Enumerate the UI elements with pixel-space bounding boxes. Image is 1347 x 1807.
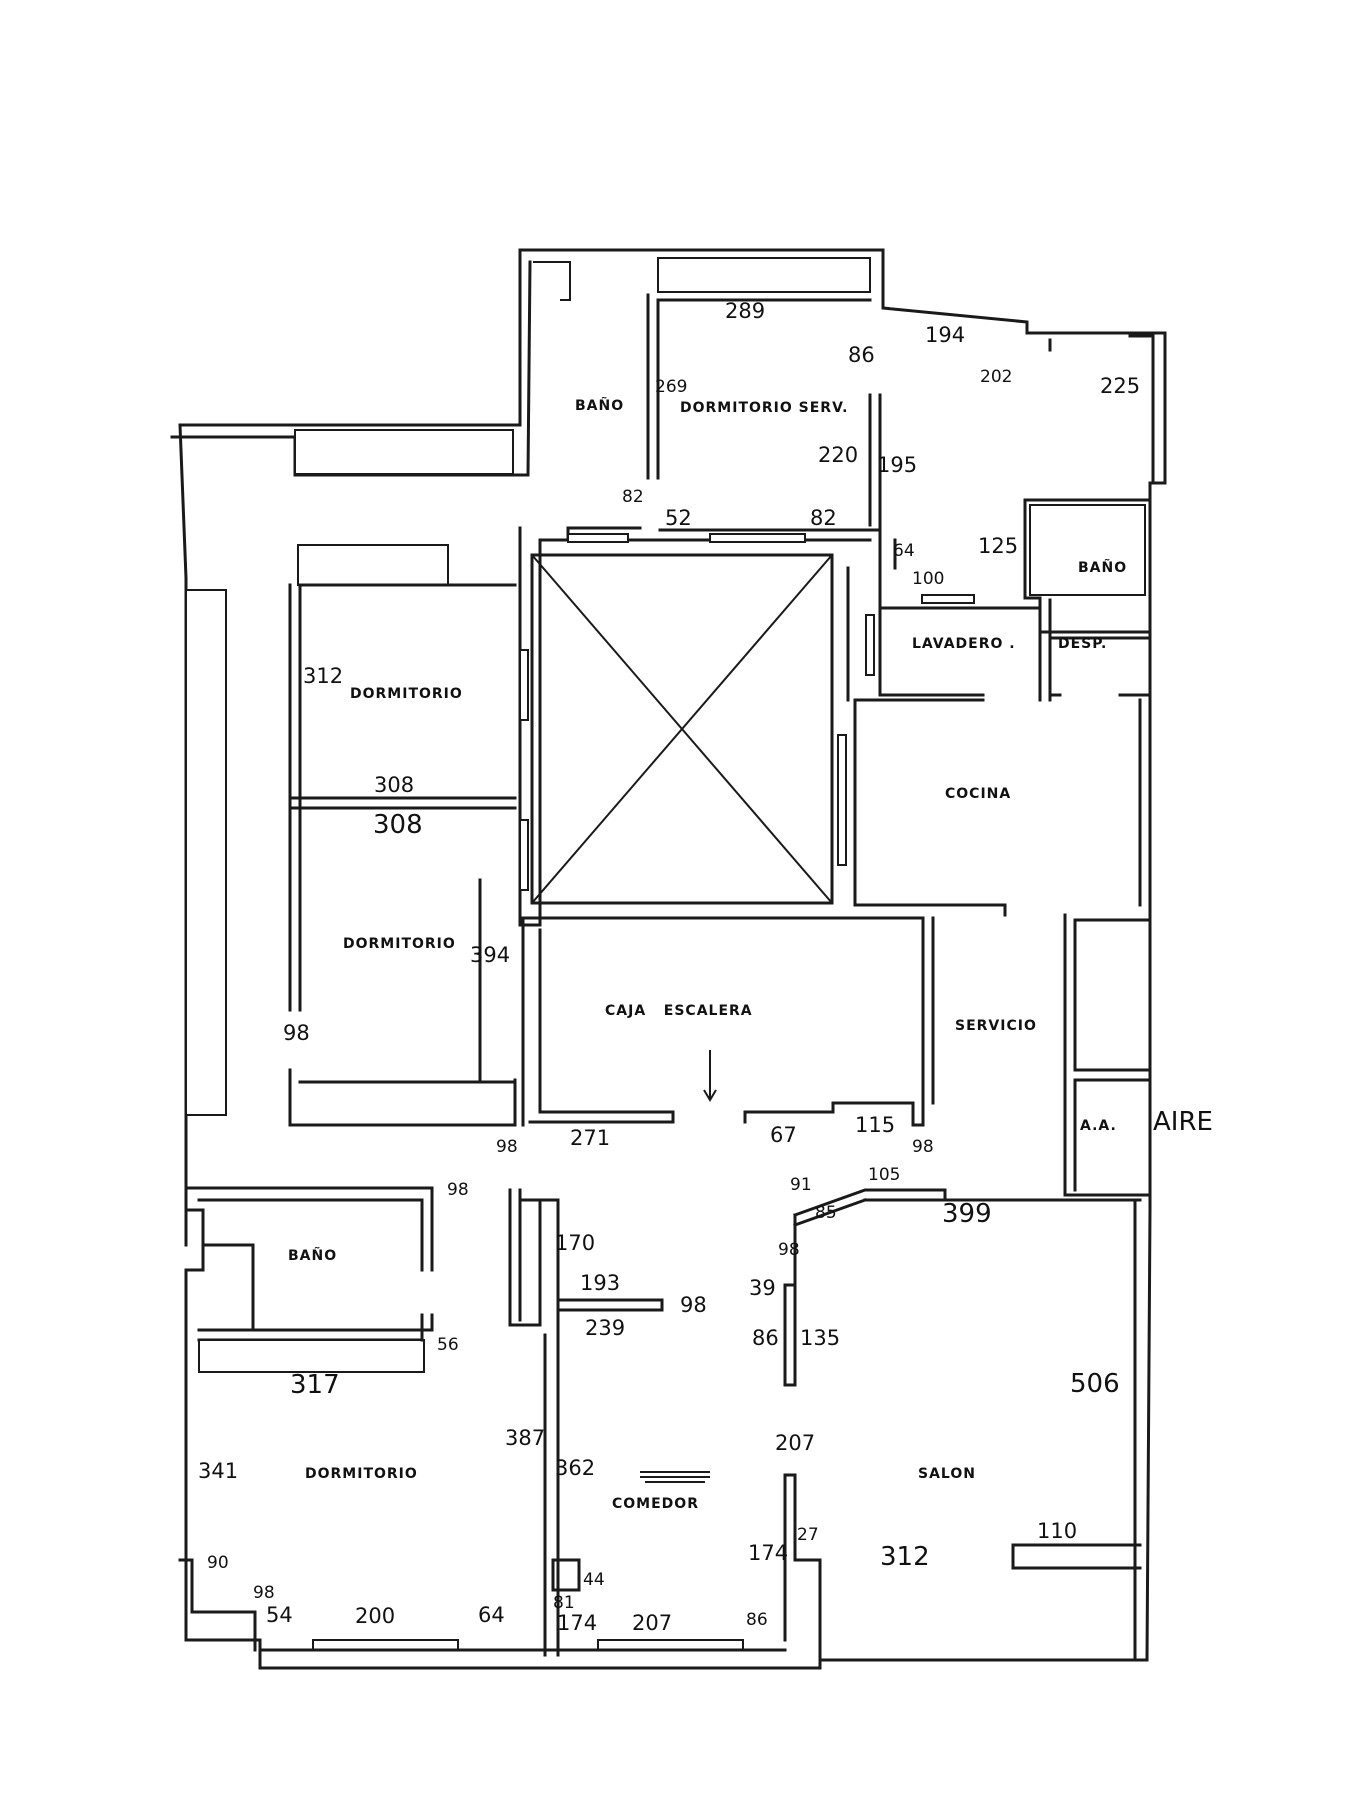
room-label-aire: AIRE xyxy=(1153,1107,1213,1137)
dimension-label: 312 xyxy=(303,664,343,688)
dimension-label: 194 xyxy=(925,323,965,347)
dimension-label: 98 xyxy=(253,1583,275,1603)
dimension-label: 387 xyxy=(505,1426,545,1450)
dimension-label: 312 xyxy=(880,1542,930,1572)
dimension-label: 81 xyxy=(553,1593,575,1613)
dimension-label: 91 xyxy=(790,1175,812,1195)
dimension-label: 269 xyxy=(655,377,687,397)
dimension-label: 174 xyxy=(557,1611,597,1635)
dimension-label: 110 xyxy=(1037,1519,1077,1543)
room-label-desp: DESP. xyxy=(1058,636,1107,652)
room-label-salon: SALON xyxy=(918,1466,976,1482)
dimension-label: 506 xyxy=(1070,1369,1120,1399)
dimension-label: 200 xyxy=(355,1604,395,1628)
room-label-bano-left: BAÑO xyxy=(288,1247,337,1264)
dimension-label: 98 xyxy=(778,1240,800,1260)
dimension-label: 394 xyxy=(470,943,510,967)
dimension-label: 98 xyxy=(496,1137,518,1157)
dimension-label: 67 xyxy=(770,1123,797,1147)
dimension-label: 125 xyxy=(978,534,1018,558)
dimension-label: 362 xyxy=(555,1456,595,1480)
dimension-label: 100 xyxy=(912,569,944,589)
dimension-label: 105 xyxy=(868,1165,900,1185)
room-label-dormitorio-serv: DORMITORIO SERV. xyxy=(680,400,848,416)
dimension-label: 135 xyxy=(800,1326,840,1350)
room-label-comedor: COMEDOR xyxy=(612,1496,699,1512)
dimension-label: 308 xyxy=(373,810,423,840)
dimension-label: 98 xyxy=(447,1180,469,1200)
dimension-label: 39 xyxy=(749,1276,776,1300)
interior-walls xyxy=(184,293,1152,1662)
dimension-label: 64 xyxy=(478,1603,505,1627)
dimension-label: 195 xyxy=(877,453,917,477)
dimension-label: 82 xyxy=(622,487,644,507)
dimension-label: 90 xyxy=(207,1553,229,1573)
room-label-dormitorio-3: DORMITORIO xyxy=(305,1466,418,1482)
room-label-cocina: COCINA xyxy=(945,786,1011,802)
dimension-label: 341 xyxy=(198,1459,238,1483)
dimension-label: 86 xyxy=(752,1326,779,1350)
dimension-labels: 289 86 194 202 225 269 220 195 82 52 82 … xyxy=(198,299,1140,1635)
room-label-aa: A.A. xyxy=(1080,1118,1117,1134)
dimension-label: 115 xyxy=(855,1113,895,1137)
dimension-label: 86 xyxy=(746,1610,768,1630)
dimension-label: 64 xyxy=(893,541,915,561)
dimension-label: 170 xyxy=(555,1231,595,1255)
dimension-label: 289 xyxy=(725,299,765,323)
dimension-label: 85 xyxy=(815,1203,837,1223)
room-label-dormitorio-2: DORMITORIO xyxy=(343,936,456,952)
dimension-label: 399 xyxy=(942,1199,992,1229)
room-label-servicio: SERVICIO xyxy=(955,1018,1037,1034)
dimension-label: 82 xyxy=(810,506,837,530)
dimension-label: 174 xyxy=(748,1541,788,1565)
room-label-bano-right: BAÑO xyxy=(1078,559,1127,576)
room-label-lavadero: LAVADERO . xyxy=(912,636,1016,652)
dimension-label: 52 xyxy=(665,506,692,530)
dimension-label: 207 xyxy=(632,1611,672,1635)
dimension-label: 202 xyxy=(980,367,1012,387)
room-label-caja-escalera: CAJA ESCALERA xyxy=(605,1003,753,1019)
dimension-label: 308 xyxy=(374,773,414,797)
dimension-label: 27 xyxy=(797,1525,819,1545)
dimension-label: 193 xyxy=(580,1271,620,1295)
room-label-bano-top: BAÑO xyxy=(575,397,624,414)
dimension-label: 317 xyxy=(290,1370,340,1400)
dimension-label: 86 xyxy=(848,343,875,367)
dimension-label: 239 xyxy=(585,1316,625,1340)
dimension-label: 271 xyxy=(570,1126,610,1150)
room-label-dormitorio-1: DORMITORIO xyxy=(350,686,463,702)
dimension-label: 98 xyxy=(283,1021,310,1045)
comedor-scribble xyxy=(640,1471,710,1483)
dimension-label: 225 xyxy=(1100,374,1140,398)
dimension-label: 54 xyxy=(266,1603,293,1627)
room-labels: BAÑO DORMITORIO SERV. BAÑO LAVADERO . DE… xyxy=(288,397,1213,1512)
dimension-label: 220 xyxy=(818,443,858,467)
outer-walls xyxy=(170,248,1167,1670)
dimension-label: 56 xyxy=(437,1335,459,1355)
top-windows xyxy=(294,257,871,475)
dimension-label: 98 xyxy=(680,1293,707,1317)
dimension-label: 44 xyxy=(583,1570,605,1590)
dimension-label: 207 xyxy=(775,1431,815,1455)
dimension-label: 98 xyxy=(912,1137,934,1157)
